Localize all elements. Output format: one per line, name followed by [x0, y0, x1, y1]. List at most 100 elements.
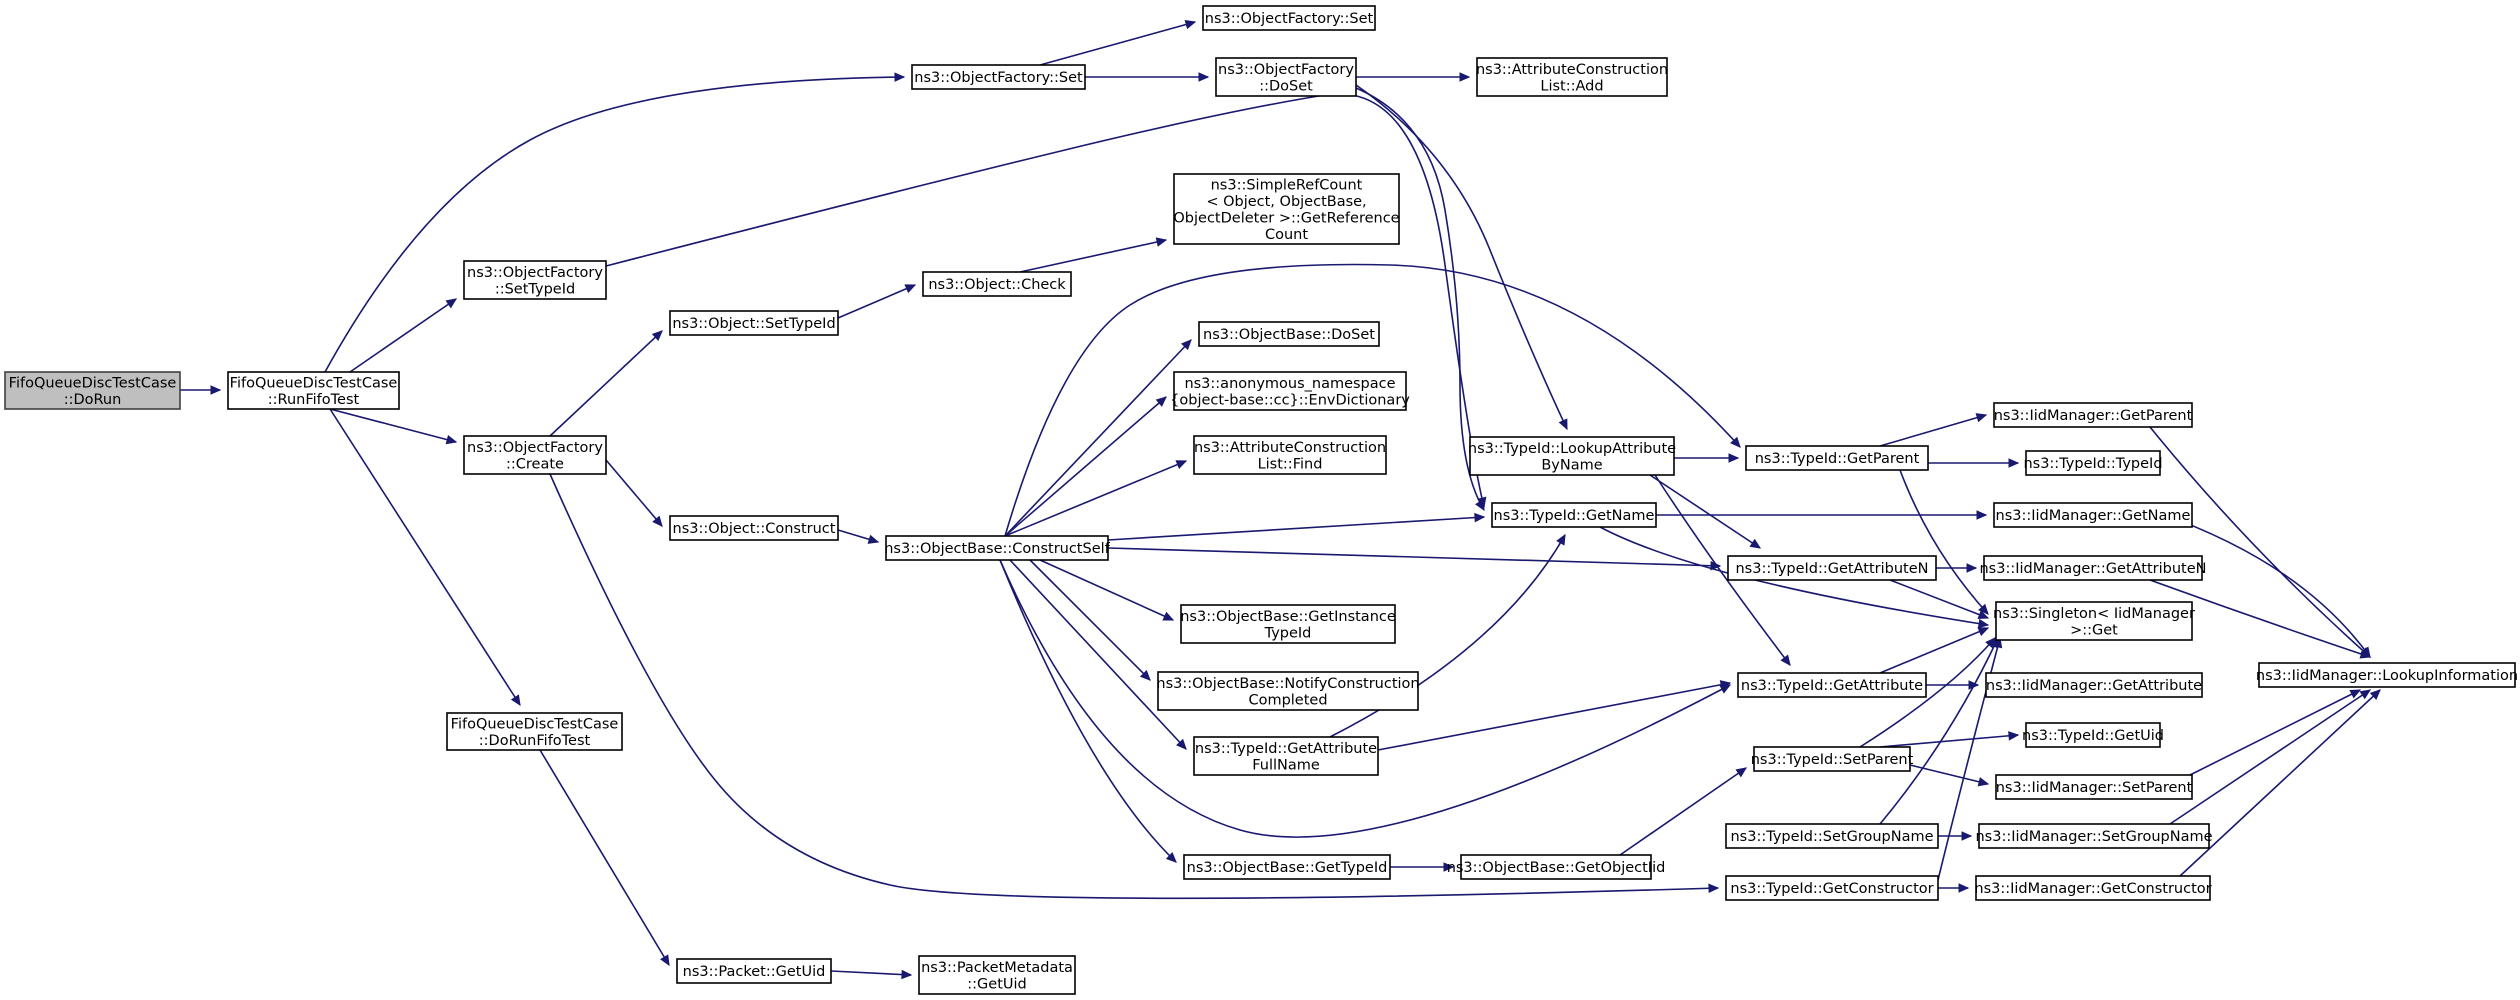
node-n27[interactable]: ns3::TypeId::GetAttributeN: [1727, 555, 1937, 581]
arrowhead-n24-to-n25: [1443, 862, 1455, 872]
node-label-n42-line-0: ns3::IidManager::LookupInformation: [2256, 668, 2518, 684]
node-n37[interactable]: ns3::IidManager::GetAttribute: [1985, 672, 2203, 698]
node-n24[interactable]: ns3::ObjectBase::GetTypeId: [1183, 854, 1391, 880]
arrowhead-n27-to-n35: [1966, 563, 1978, 573]
node-n42[interactable]: ns3::IidManager::LookupInformation: [2256, 662, 2518, 688]
edge-n39-to-n42: [2189, 689, 2361, 776]
node-n41[interactable]: ns3::IidManager::GetConstructor: [1974, 875, 2212, 901]
node-n17[interactable]: ns3::ObjectBase::ConstructSelf: [884, 535, 1111, 561]
call-edges: [180, 19, 2381, 980]
node-box-n16: [669, 515, 839, 541]
edge-n17-to-n19: [1004, 396, 1167, 537]
edge-n41-to-n42: [2179, 689, 2381, 877]
edge-n4-to-n7: [1355, 87, 1485, 511]
node-n26[interactable]: ns3::TypeId::GetParent: [1745, 445, 1929, 471]
arrowhead-n29-to-n38: [2008, 731, 2020, 741]
edge-n17-to-n20: [1004, 460, 1187, 537]
node-label-n2-line-0: ns3::ObjectFactory::Set: [914, 70, 1083, 86]
node-label-n18-line-0: ns3::ObjectBase::DoSet: [1203, 327, 1375, 343]
node-n29[interactable]: ns3::TypeId::SetParent: [1751, 746, 1914, 772]
node-n38[interactable]: ns3::TypeId::GetUid: [2022, 722, 2164, 748]
edge-n28-to-n36: [1879, 627, 1989, 674]
node-n15[interactable]: ns3::SimpleRefCount< Object, ObjectBase,…: [1173, 173, 1400, 245]
node-box-n9: [463, 435, 607, 475]
arrowhead-n6-to-n27: [1749, 538, 1762, 549]
arrowhead-n2-to-n4: [1198, 72, 1210, 82]
node-n25[interactable]: ns3::ObjectBase::GetObjectIid: [1447, 854, 1666, 880]
arrowhead-n27-to-n36: [1977, 610, 1990, 620]
node-label-n28-line-0: ns3::TypeId::GetAttribute: [1741, 678, 1923, 694]
edge-n17-to-n21: [1039, 559, 1174, 621]
node-n10[interactable]: FifoQueueDiscTestCase::DoRunFifoTest: [446, 712, 623, 751]
node-n35[interactable]: ns3::IidManager::GetAttributeN: [1979, 555, 2207, 581]
node-box-n13: [669, 310, 839, 336]
node-n0[interactable]: FifoQueueDiscTestCase::DoRun: [4, 371, 181, 410]
node-n18[interactable]: ns3::ObjectBase::DoSet: [1198, 321, 1380, 347]
node-label-n33-line-0: ns3::TypeId::TypeId: [2023, 456, 2162, 472]
node-label-n9-line-1: ::Create: [506, 456, 564, 472]
node-n12[interactable]: ns3::PacketMetadata::GetUid: [918, 955, 1076, 995]
node-n8[interactable]: ns3::ObjectFactory::SetTypeId: [463, 260, 607, 300]
node-n9[interactable]: ns3::ObjectFactory::Create: [463, 435, 607, 475]
edge-n40-to-n42: [2169, 689, 2371, 825]
node-label-n37-line-0: ns3::IidManager::GetAttribute: [1986, 678, 2202, 694]
node-n3[interactable]: ns3::ObjectFactory::Set: [1202, 5, 1376, 31]
node-box-n0: [4, 371, 181, 410]
node-n34[interactable]: ns3::IidManager::GetName: [1993, 502, 2193, 528]
node-n39[interactable]: ns3::IidManager::SetParent: [1995, 774, 2193, 800]
edge-n9-to-n16: [605, 459, 663, 527]
node-n2[interactable]: ns3::ObjectFactory::Set: [911, 64, 1086, 90]
node-n22[interactable]: ns3::ObjectBase::NotifyConstructionCompl…: [1156, 671, 1420, 711]
node-label-n4-line-0: ns3::ObjectFactory: [1218, 62, 1354, 78]
node-n36[interactable]: ns3::Singleton< IidManager>::Get: [1993, 601, 2195, 641]
edge-n1-to-n8: [349, 298, 457, 373]
arrowhead-n1-to-n10: [510, 694, 521, 707]
arrowhead-n13-to-n14: [904, 284, 917, 294]
node-n7[interactable]: ns3::TypeId::GetName: [1491, 502, 1657, 528]
node-label-n17-line-0: ns3::ObjectBase::ConstructSelf: [884, 541, 1110, 557]
node-n33[interactable]: ns3::TypeId::TypeId: [2023, 450, 2163, 476]
node-label-n5-line-0: ns3::AttributeConstruction: [1476, 62, 1668, 78]
node-n31[interactable]: ns3::TypeId::GetConstructor: [1725, 875, 1939, 901]
arrowhead-n8-to-n7: [1477, 496, 1487, 509]
node-n16[interactable]: ns3::Object::Construct: [669, 515, 839, 541]
node-n1[interactable]: FifoQueueDiscTestCase::RunFifoTest: [227, 371, 400, 410]
node-n28[interactable]: ns3::TypeId::GetAttribute: [1737, 672, 1927, 698]
node-box-n19: [1173, 371, 1407, 411]
node-label-n23-line-0: ns3::TypeId::GetAttribute: [1195, 741, 1377, 757]
node-n32[interactable]: ns3::IidManager::GetParent: [1993, 402, 2193, 428]
edge-n32-to-n42: [2149, 426, 2371, 658]
node-label-n6-line-0: ns3::TypeId::LookupAttribute: [1468, 441, 1676, 457]
node-n19[interactable]: ns3::anonymous_namespace{object-base::cc…: [1170, 371, 1410, 411]
arrowhead-n29-to-n39: [1977, 777, 1990, 787]
edge-n9-to-n13: [549, 330, 663, 437]
arrowhead-n1-to-n9: [445, 434, 458, 445]
edge-n13-to-n14: [837, 284, 916, 319]
node-n14[interactable]: ns3::Object::Check: [922, 271, 1072, 297]
node-label-n19-line-0: ns3::anonymous_namespace: [1184, 376, 1395, 392]
node-box-n24: [1183, 854, 1391, 880]
node-n30[interactable]: ns3::TypeId::SetGroupName: [1725, 823, 1939, 849]
node-box-n1: [227, 371, 400, 410]
arrowhead-n26-to-n36: [1978, 603, 1989, 615]
arrowhead-n28-to-n36: [1977, 627, 1990, 637]
edge-n1-to-n10: [329, 408, 521, 706]
node-n13[interactable]: ns3::Object::SetTypeId: [669, 310, 839, 336]
node-n4[interactable]: ns3::ObjectFactory::DoSet: [1215, 57, 1357, 97]
node-n40[interactable]: ns3::IidManager::SetGroupName: [1975, 823, 2213, 849]
edge-n35-to-n42: [2149, 579, 2371, 658]
node-box-n25: [1460, 854, 1652, 880]
node-label-n12-line-0: ns3::PacketMetadata: [921, 960, 1073, 976]
node-box-n23: [1193, 736, 1379, 776]
node-n11[interactable]: ns3::Packet::GetUid: [676, 958, 832, 984]
node-label-n19-line-1: {object-base::cc}::EnvDictionary: [1170, 392, 1410, 408]
node-label-n14-line-0: ns3::Object::Check: [928, 277, 1066, 293]
edge-n17-to-n23: [1009, 559, 1187, 750]
edge-n17-to-n7: [1107, 516, 1485, 541]
node-box-n32: [1993, 402, 2193, 428]
